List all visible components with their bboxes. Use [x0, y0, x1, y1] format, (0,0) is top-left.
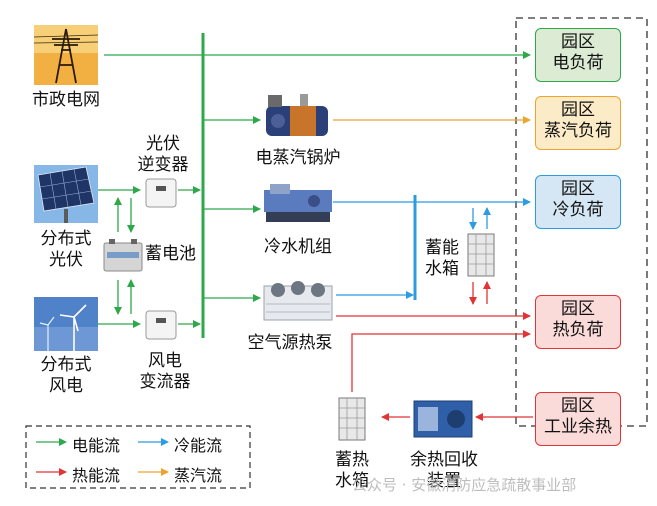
recovery-label-line1: 余热回收: [410, 450, 478, 470]
converter-icon: [145, 310, 177, 340]
chiller-icon: [264, 184, 332, 222]
wind-label: 分布式 风电: [24, 355, 108, 397]
battery-icon: [103, 239, 143, 272]
boiler-label: 电蒸汽锅炉: [255, 148, 341, 168]
load-waste-heat-line2: 工业余热: [544, 417, 612, 437]
storage-tank-icon: [467, 233, 495, 277]
load-cold-box: 园区 冷负荷: [535, 175, 621, 229]
inverter-label: 光伏 逆变器: [130, 134, 196, 176]
load-heat-line2: 热负荷: [552, 320, 604, 340]
solar-panel-icon: [34, 165, 98, 223]
legend-steam: 蒸汽流: [174, 466, 223, 485]
heat-tank-label-line2: 水箱: [335, 471, 369, 491]
pv-label-line1: 分布式: [40, 229, 92, 249]
battery-label: 蓄电池: [145, 244, 196, 264]
load-electric-line1: 园区: [561, 32, 595, 52]
converter-label-line1: 风电: [148, 351, 182, 371]
legend-heat: 热能流: [72, 466, 121, 485]
load-steam-box: 园区 蒸汽负荷: [535, 96, 621, 150]
chiller-label: 冷水机组: [264, 237, 332, 257]
load-electric-box: 园区 电负荷: [535, 28, 621, 82]
legend-electric: 电能流: [72, 436, 121, 455]
pv-label: 分布式 光伏: [24, 229, 108, 271]
load-steam-line2: 蒸汽负荷: [544, 121, 612, 141]
storage-tank-label-line1: 蓄能: [425, 238, 459, 258]
load-electric-line2: 电负荷: [552, 53, 604, 73]
heat-tank-label: 蓄热 水箱: [326, 450, 378, 492]
legend-cold: 冷能流: [174, 436, 223, 455]
load-waste-heat-box: 园区 工业余热: [535, 392, 621, 446]
load-steam-line1: 园区: [561, 100, 595, 120]
pv-label-line2: 光伏: [49, 250, 83, 270]
heat-pump-label: 空气源热泵: [247, 333, 333, 353]
grid-label: 市政电网: [32, 90, 100, 110]
load-cold-line2: 冷负荷: [552, 200, 604, 220]
watermark: 公众号 · 安徽消防应急疏散事业部: [352, 476, 577, 494]
wind-turbine-icon: [34, 297, 98, 351]
heat-pump-icon: [263, 281, 333, 321]
storage-tank-label: 蓄能 水箱: [418, 238, 466, 280]
inverter-label-line2: 逆变器: [137, 155, 189, 175]
inverter-icon: [145, 178, 177, 208]
grid-tower-icon: [34, 25, 98, 85]
heat-tank-to-heat-load: [351, 330, 531, 392]
load-heat-box: 园区 热负荷: [535, 295, 621, 349]
steam-boiler-icon: [266, 94, 328, 136]
recovery-label-line2: 装置: [427, 471, 461, 491]
legend-frame: [25, 425, 251, 489]
heat-tank-icon: [338, 397, 366, 441]
converter-label-line2: 变流器: [139, 372, 191, 392]
converter-label: 风电 变流器: [130, 351, 200, 393]
inverter-label-line1: 光伏: [146, 134, 180, 154]
load-waste-heat-line1: 园区: [561, 396, 595, 416]
wind-label-line1: 分布式: [40, 355, 92, 375]
load-cold-line1: 园区: [561, 179, 595, 199]
heat-tank-label-line1: 蓄热: [335, 450, 369, 470]
load-heat-line1: 园区: [561, 299, 595, 319]
storage-tank-label-line2: 水箱: [425, 259, 459, 279]
recovery-label: 余热回收 装置: [398, 450, 490, 492]
wind-label-line2: 风电: [49, 376, 83, 396]
heat-recovery-icon: [413, 400, 473, 438]
